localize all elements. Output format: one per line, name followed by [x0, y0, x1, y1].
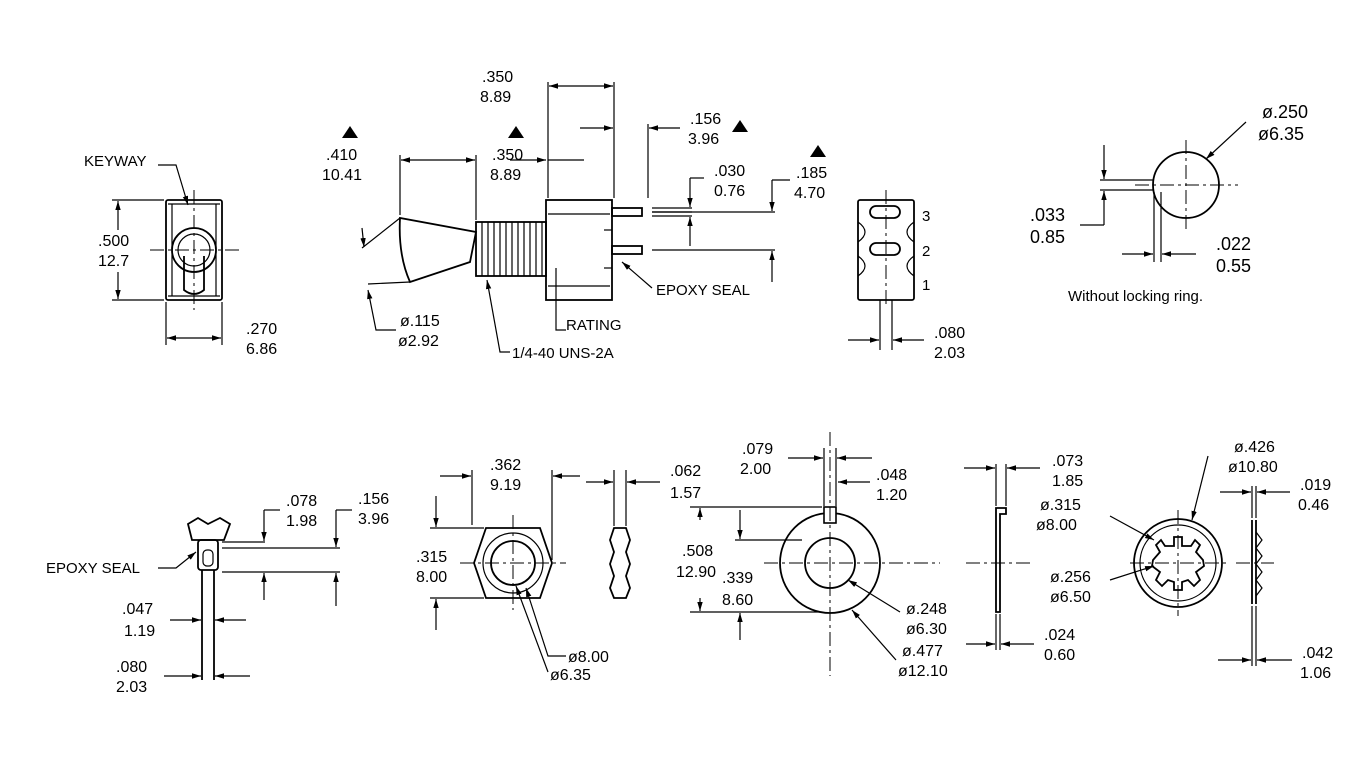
- hex-nut-view: [430, 470, 660, 673]
- dim-315a: .315: [416, 549, 447, 566]
- dim-048: .048: [876, 467, 907, 484]
- dim-078: .078: [286, 493, 317, 510]
- dim-156b-mm: 3.96: [358, 511, 389, 528]
- dim-477: ø.477: [902, 643, 943, 660]
- dim-350a-mm: 8.89: [480, 89, 511, 106]
- without-locking-ring-caption: Without locking ring.: [1068, 288, 1203, 305]
- dim-315b: ø.315: [1040, 497, 1081, 514]
- dim-256: ø.256: [1050, 569, 1091, 586]
- dim-019: .019: [1300, 477, 1331, 494]
- dim-156b: .156: [358, 491, 389, 508]
- dim-315a-mm: 8.00: [416, 569, 447, 586]
- epoxy-seal-label-2: EPOXY SEAL: [46, 560, 140, 577]
- dim-339-mm: 8.60: [722, 592, 753, 609]
- dim-022: .022: [1216, 234, 1251, 254]
- epoxy-seal-label: EPOXY SEAL: [656, 282, 750, 299]
- side-view-switch: [342, 82, 826, 353]
- dim-410-mm: 10.41: [322, 167, 362, 184]
- dim-426: ø.426: [1234, 439, 1275, 456]
- dim-073-mm: 1.85: [1052, 473, 1083, 490]
- dim-248: ø.248: [906, 601, 947, 618]
- lock-washer-view: [1109, 455, 1292, 666]
- dim-033-mm: 0.85: [1030, 227, 1065, 247]
- dim-362-mm: 9.19: [490, 477, 521, 494]
- dim-508-mm: 12.90: [676, 564, 716, 581]
- dim-078-mm: 1.98: [286, 513, 317, 530]
- dim-047-mm: 1.19: [124, 623, 155, 640]
- pin-2-label: 2: [922, 243, 930, 260]
- dim-nut-8: ø8.00: [568, 649, 609, 666]
- dim-500: .500: [98, 233, 129, 250]
- dim-426-mm: ø10.80: [1228, 459, 1278, 476]
- dim-033: .033: [1030, 205, 1065, 225]
- dim-270-mm: 6.86: [246, 341, 277, 358]
- dim-248-mm: ø6.30: [906, 621, 947, 638]
- dim-500-mm: 12.7: [98, 253, 129, 270]
- dim-350b: .350: [492, 147, 523, 164]
- dim-115: ø.115: [400, 313, 440, 330]
- dim-339: .339: [722, 570, 753, 587]
- dim-022-mm: 0.55: [1216, 256, 1251, 276]
- bushing-top-view: [1080, 121, 1247, 262]
- dim-250-mm: ø6.35: [1258, 124, 1304, 144]
- dim-185: .185: [796, 165, 827, 182]
- dim-079: .079: [742, 441, 773, 458]
- dim-115-mm: ø2.92: [398, 333, 439, 350]
- pin-3-label: 3: [922, 208, 930, 225]
- dim-042-mm: 1.06: [1300, 665, 1331, 682]
- lever-side-view: [158, 509, 352, 680]
- front-view-keyway: [112, 164, 240, 345]
- dim-030: .030: [714, 163, 745, 180]
- dim-250: ø.250: [1262, 102, 1308, 122]
- dim-080b: .080: [116, 659, 147, 676]
- dim-362: .362: [490, 457, 521, 474]
- dim-350a: .350: [482, 69, 513, 86]
- rating-label: RATING: [566, 317, 622, 334]
- dim-062-mm: 1.57: [670, 485, 701, 502]
- keyway-label: KEYWAY: [84, 153, 147, 170]
- dim-185-mm: 4.70: [794, 185, 825, 202]
- keyed-washer-view: [690, 432, 1040, 676]
- dim-nut-635: ø6.35: [550, 667, 591, 684]
- dim-156a-mm: 3.96: [688, 131, 719, 148]
- thread-label: 1/4-40 UNS-2A: [512, 345, 614, 362]
- dim-156a: .156: [690, 111, 721, 128]
- dim-080a-mm: 2.03: [934, 345, 965, 362]
- dim-080a: .080: [934, 325, 965, 342]
- dim-080b-mm: 2.03: [116, 679, 147, 696]
- dim-315b-mm: ø8.00: [1036, 517, 1077, 534]
- pin-1-label: 1: [922, 277, 930, 294]
- dim-256-mm: ø6.50: [1050, 589, 1091, 606]
- dim-019-mm: 0.46: [1298, 497, 1329, 514]
- dim-270: .270: [246, 321, 277, 338]
- dim-047: .047: [122, 601, 153, 618]
- dim-042: .042: [1302, 645, 1333, 662]
- dim-350b-mm: 8.89: [490, 167, 521, 184]
- dim-024: .024: [1044, 627, 1075, 644]
- dim-477-mm: ø12.10: [898, 663, 948, 680]
- dim-024-mm: 0.60: [1044, 647, 1075, 664]
- dim-062: .062: [670, 463, 701, 480]
- dim-508: .508: [682, 543, 713, 560]
- dim-410: .410: [326, 147, 357, 164]
- rear-view-pins: [848, 190, 924, 350]
- dim-073: .073: [1052, 453, 1083, 470]
- dim-048-mm: 1.20: [876, 487, 907, 504]
- dim-030-mm: 0.76: [714, 183, 745, 200]
- dim-079-mm: 2.00: [740, 461, 771, 478]
